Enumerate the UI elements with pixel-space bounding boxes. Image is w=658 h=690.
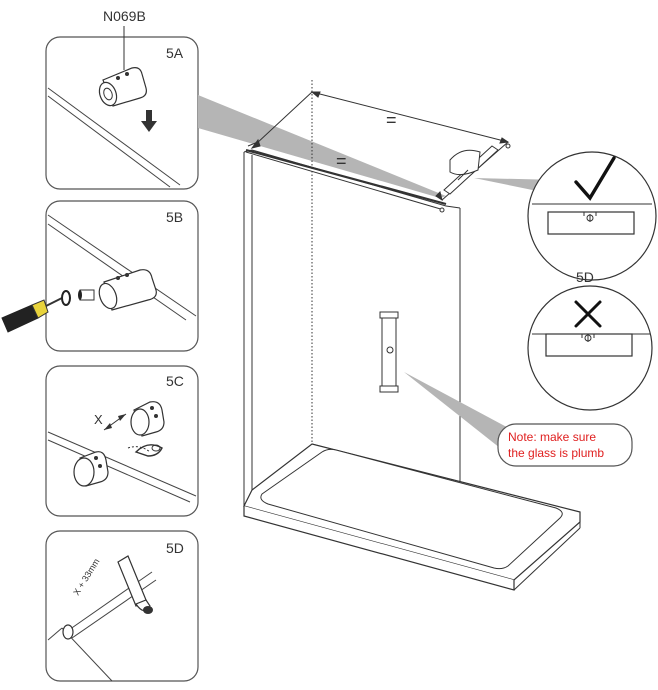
step-5a-label: 5A <box>166 45 184 61</box>
pointer-5a <box>198 95 446 198</box>
mounted-clamp <box>73 451 109 487</box>
bracket-clamp <box>98 67 147 107</box>
arrow-down-icon <box>141 110 157 132</box>
cap-part <box>130 401 165 437</box>
dimension-x-arrow <box>103 413 127 431</box>
plumb-correct-circle <box>527 151 657 281</box>
note-callout: Note: make sure the glass is plumb <box>497 423 633 467</box>
step-5b-label: 5B <box>166 209 183 225</box>
dimension-x-label: X <box>94 412 103 427</box>
plumb-panel-label: 5D <box>576 269 594 285</box>
step-5d-panel: X + 33mm 5D <box>45 530 199 682</box>
spirit-level <box>443 145 499 195</box>
note-line-1: Note: make sure <box>508 430 596 444</box>
part-code-label: N069B <box>103 8 146 24</box>
step-5d-label: 5D <box>166 540 184 556</box>
rubber-ring-icon <box>127 444 163 457</box>
step-5c-label: 5C <box>166 373 184 389</box>
bracket-clamp <box>98 269 157 311</box>
equal-mark-side: = <box>336 151 347 171</box>
note-line-2: the glass is plumb <box>508 446 604 460</box>
pointer-note <box>404 372 516 448</box>
set-screw <box>61 289 95 306</box>
equal-mark-top: = <box>386 110 397 130</box>
step-5c-panel: X 5C <box>45 365 199 517</box>
screwdriver <box>1 297 63 333</box>
checkmark-icon <box>574 156 616 201</box>
vertical-level <box>379 311 399 393</box>
wall-clamp <box>117 555 153 614</box>
plumb-wrong-circle <box>527 285 653 411</box>
shower-enclosure <box>198 80 581 591</box>
cross-icon <box>574 300 602 328</box>
step-5b-panel: 5B <box>1 200 199 352</box>
step-5a-panel: 5A <box>45 36 199 190</box>
clamp-end <box>62 624 74 640</box>
